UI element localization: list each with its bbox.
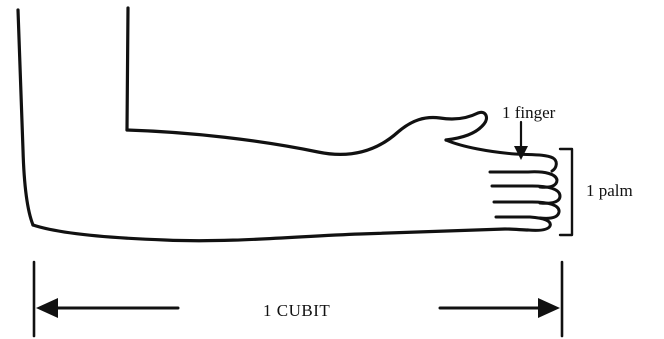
forearm-top-outline: [127, 112, 486, 154]
arm-back-outline: [18, 10, 33, 225]
palm-bracket: [560, 149, 572, 235]
finger-label: 1 finger: [502, 103, 556, 122]
cubit-label: 1 CUBIT: [263, 301, 330, 320]
cubit-right-arrow-head: [538, 298, 560, 318]
cubit-left-arrow-head: [36, 298, 58, 318]
arm-front-outline: [127, 8, 128, 130]
palm-label: 1 palm: [586, 181, 633, 200]
forearm-bottom-outline: [33, 225, 528, 241]
hand-top-outline: [446, 140, 556, 171]
